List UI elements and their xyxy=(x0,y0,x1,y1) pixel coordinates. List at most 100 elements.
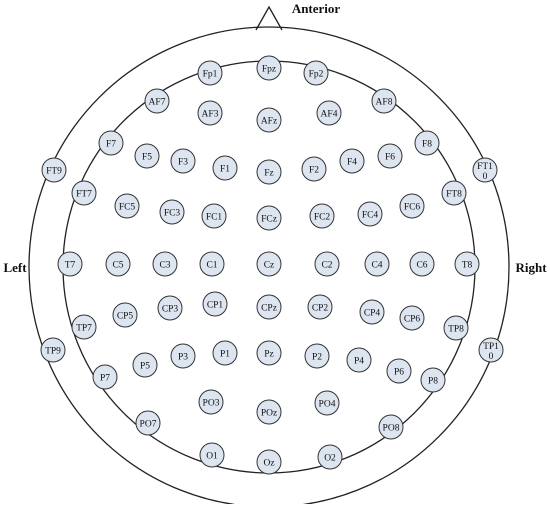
electrode-label: Fp1 xyxy=(203,70,218,80)
electrode-po8: PO8 xyxy=(378,414,404,440)
electrode-marker xyxy=(132,352,158,378)
electrode-marker xyxy=(202,291,228,317)
electrode-label: PO3 xyxy=(203,399,220,409)
electrode-marker xyxy=(256,251,282,277)
electrode-label: P8 xyxy=(428,377,438,387)
electrode-marker xyxy=(399,305,425,331)
electrode-marker xyxy=(256,159,282,185)
electrode-marker xyxy=(57,251,83,277)
electrode-label: POz xyxy=(261,409,277,419)
electrode-c2: C2 xyxy=(314,251,340,277)
electrode-af7: AF7 xyxy=(144,88,170,114)
electrode-label: C5 xyxy=(112,261,123,271)
electrode-marker xyxy=(40,337,66,363)
electrode-label: P1 xyxy=(220,350,230,360)
electrode-poz: POz xyxy=(256,399,282,425)
electrode-label: C3 xyxy=(159,261,170,271)
electrode-af8: AF8 xyxy=(371,88,397,114)
electrode-fz: Fz xyxy=(256,159,282,185)
electrode-label: PO8 xyxy=(383,424,400,434)
electrode-label: FC2 xyxy=(314,213,331,223)
electrode-fpz: Fpz xyxy=(256,55,282,81)
electrode-ft9: FT9 xyxy=(41,157,67,183)
right-label: Right xyxy=(515,260,547,275)
electrode-af3: AF3 xyxy=(197,100,223,126)
electrode-af4: AF4 xyxy=(316,100,342,126)
electrode-c1: C1 xyxy=(199,251,225,277)
electrode-label: AFz xyxy=(261,117,277,127)
electrode-t8: T8 xyxy=(454,251,480,277)
electrode-label: T8 xyxy=(462,261,473,271)
electrode-label: Fpz xyxy=(262,65,276,75)
electrode-label: CP3 xyxy=(162,305,179,315)
electrode-marker xyxy=(359,299,385,325)
electrode-marker xyxy=(454,251,480,277)
electrode-label: F2 xyxy=(309,166,319,176)
electrode-fc1: FC1 xyxy=(201,203,227,229)
electrode-f3: F3 xyxy=(170,148,196,174)
electrode-fp2: Fp2 xyxy=(303,60,329,86)
electrode-marker xyxy=(114,193,140,219)
electrode-label: O1 xyxy=(206,452,218,462)
electrode-label: CP2 xyxy=(312,304,329,314)
electrode-label: F1 xyxy=(220,165,230,175)
electrode-marker xyxy=(443,315,469,341)
electrode-fc4: FC4 xyxy=(357,201,383,227)
electrode-marker xyxy=(414,130,440,156)
electrode-p8: P8 xyxy=(420,367,446,393)
electrode-marker xyxy=(409,251,435,277)
electrode-fc2: FC2 xyxy=(309,203,335,229)
electrode-c5: C5 xyxy=(105,251,131,277)
electrode-po7: PO7 xyxy=(135,410,161,436)
electrode-label: Cz xyxy=(264,261,275,271)
electrode-label: PO4 xyxy=(319,400,336,410)
electrode-label: P5 xyxy=(140,362,150,372)
electrode-marker xyxy=(105,251,131,277)
electrode-label: F3 xyxy=(178,158,188,168)
electrode-marker xyxy=(212,340,238,366)
electrode-f2: F2 xyxy=(301,156,327,182)
electrode-label: Fz xyxy=(264,169,274,179)
electrode-marker xyxy=(71,314,97,340)
electrode-p7: P7 xyxy=(92,364,118,390)
electrode-marker xyxy=(256,294,282,320)
electrode-marker xyxy=(378,414,404,440)
electrode-label: P3 xyxy=(178,353,188,363)
electrode-marker xyxy=(199,251,225,277)
electrode-label: C6 xyxy=(416,261,427,271)
electrode-marker xyxy=(197,100,223,126)
electrode-marker xyxy=(441,180,467,206)
electrode-marker xyxy=(112,302,138,328)
electrode-marker xyxy=(157,295,183,321)
electrode-label: Fp2 xyxy=(309,70,324,80)
electrode-ft8: FT8 xyxy=(441,180,467,206)
electrode-marker xyxy=(256,449,282,475)
electrode-label: F6 xyxy=(385,153,395,163)
electrode-ft7: FT7 xyxy=(71,180,97,206)
electrode-f5: F5 xyxy=(134,143,160,169)
electrode-marker xyxy=(301,156,327,182)
electrode-label: FC3 xyxy=(164,209,181,219)
electrode-label: AF8 xyxy=(376,98,393,108)
nose-marker xyxy=(255,5,283,31)
electrode-marker xyxy=(357,201,383,227)
electrode-label: FT9 xyxy=(46,167,62,177)
electrode-cp5: CP5 xyxy=(112,302,138,328)
electrode-fcz: FCz xyxy=(256,205,282,231)
electrode-fc6: FC6 xyxy=(399,193,425,219)
electrode-marker xyxy=(399,193,425,219)
electrode-label: FT7 xyxy=(76,190,92,200)
electrode-label: AF7 xyxy=(149,98,166,108)
electrode-label: TP8 xyxy=(448,325,464,335)
electrode-marker xyxy=(339,148,365,174)
electrode-po4: PO4 xyxy=(314,390,340,416)
electrode-label: P4 xyxy=(354,357,364,367)
electrode-marker xyxy=(377,143,403,169)
electrode-marker xyxy=(303,60,329,86)
electrode-label: C4 xyxy=(371,261,382,271)
electrode-label: FC6 xyxy=(404,203,421,213)
